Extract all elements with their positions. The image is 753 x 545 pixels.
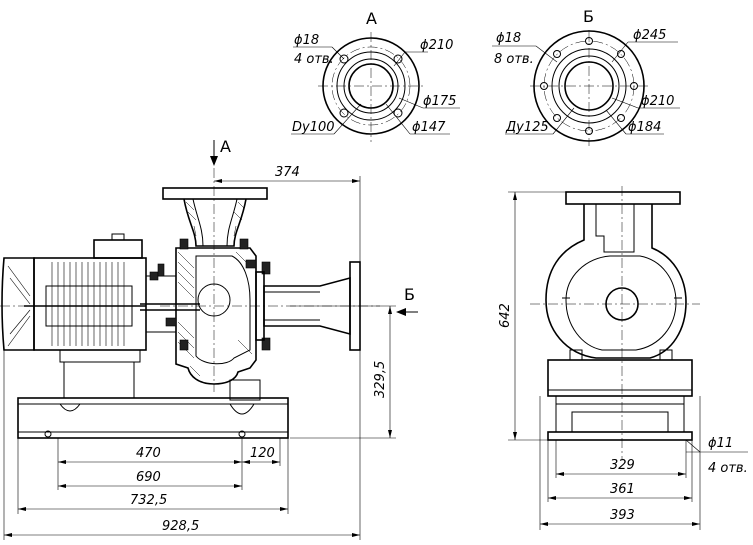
flange-b-nominal-bore: Ду125: [505, 120, 549, 135]
flange-b-bolt-circle: ϕ210: [641, 94, 674, 109]
dim-928-5: 928,5: [162, 519, 199, 534]
dim-329-5: 329,5: [373, 361, 388, 398]
terminal-box: [93, 239, 143, 259]
flange-b-bolt-hole: [540, 82, 548, 90]
base-frame: [17, 397, 289, 439]
dim-120: 120: [250, 446, 275, 461]
dim-732-5: 732,5: [130, 493, 167, 508]
view-b-title: Б: [583, 7, 594, 26]
flange-b-bolt-hole: [617, 114, 625, 122]
front-arrow-a-label: А: [220, 137, 231, 156]
flange-b-hole-dia: ϕ18: [496, 31, 521, 46]
flange-view-b: Б ϕ18 8 отв. ϕ245 ϕ210 ϕ184 Ду125: [492, 7, 680, 146]
flange-view-a: А ϕ18 4 отв. ϕ210 ϕ175 ϕ147 Dy100: [291, 9, 460, 142]
flange-a-outer-dia: ϕ210: [420, 38, 453, 53]
dim-361: 361: [610, 482, 635, 497]
flange-a-raised-face: ϕ147: [412, 120, 446, 135]
flange-a-bolt-hole: [393, 54, 403, 64]
dim-642: 642: [498, 303, 513, 328]
flange-a-bolt-hole: [339, 108, 349, 118]
fan-cover: [1, 257, 35, 351]
side-base-foot: [547, 431, 693, 441]
pump-casing: [175, 247, 257, 385]
flange-a-bolt-hole: [339, 54, 349, 64]
side-volute: [545, 204, 687, 359]
dim-393: 393: [610, 508, 635, 523]
view-a-title: А: [366, 9, 377, 28]
side-hole-count: 4 отв.: [708, 461, 748, 476]
flange-a-bolt-hole: [393, 108, 403, 118]
flange-b-bolt-hole: [585, 127, 593, 135]
dim-690: 690: [136, 470, 161, 485]
flange-b-outer-dia: ϕ245: [633, 28, 666, 43]
side-hole-dia: ϕ11: [708, 436, 733, 451]
motor-pedestal: [63, 361, 135, 399]
discharge-flange: [162, 187, 268, 200]
dim-329: 329: [610, 458, 635, 473]
flange-b-raised-face: ϕ184: [628, 120, 661, 135]
flange-b-bolt-hole: [553, 114, 561, 122]
flange-b-bolt-hole: [630, 82, 638, 90]
impeller-hub: [197, 283, 231, 317]
flange-a-bolt-circle: ϕ175: [423, 94, 456, 109]
side-base-top: [547, 359, 693, 397]
front-view: А: [0, 137, 418, 540]
motor-body: [33, 257, 147, 351]
flange-b-bolt-hole: [553, 50, 561, 58]
flange-a-hole-dia: ϕ18: [294, 33, 319, 48]
dim-374: 374: [275, 165, 300, 180]
flange-a-outer: [322, 37, 420, 135]
front-arrow-b-label: Б: [404, 285, 415, 304]
flange-a-hole-count: 4 отв.: [294, 52, 334, 67]
side-view: 642 ϕ11 4 отв. 329 361 393: [498, 186, 748, 530]
flange-b-bolt-hole: [585, 37, 593, 45]
flange-b-outer: [533, 30, 645, 142]
flange-b-hole-count: 8 отв.: [494, 52, 534, 67]
dim-470: 470: [136, 446, 161, 461]
side-discharge-flange: [565, 191, 681, 205]
pump-support: [229, 379, 261, 401]
flange-a-nominal-bore: Dy100: [292, 120, 335, 135]
